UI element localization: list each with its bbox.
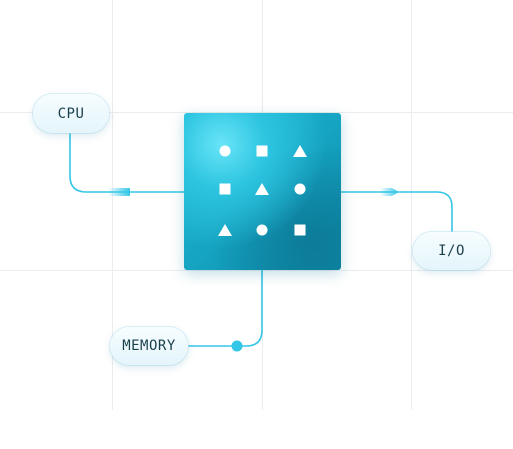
cpu-wire-marker bbox=[108, 188, 130, 196]
io-wire-arrow bbox=[380, 188, 399, 196]
triangle-icon bbox=[293, 145, 307, 157]
io-wire bbox=[341, 191, 453, 232]
grid-line-vertical bbox=[411, 0, 412, 410]
memory-label: MEMORY bbox=[122, 338, 176, 354]
grid-line-vertical bbox=[112, 0, 113, 410]
grid-line-horizontal bbox=[0, 270, 513, 271]
triangle-icon bbox=[218, 224, 232, 236]
triangle-icon bbox=[255, 183, 269, 195]
cpu-node: CPU bbox=[33, 94, 109, 133]
io-label: I/O bbox=[438, 243, 465, 259]
memory-wire bbox=[188, 270, 263, 347]
circle-icon bbox=[256, 224, 268, 236]
circle-icon bbox=[219, 145, 231, 157]
grid-line-horizontal bbox=[0, 112, 513, 113]
square-icon bbox=[294, 224, 306, 236]
memory-wire-dot bbox=[231, 340, 243, 352]
cpu-label: CPU bbox=[57, 105, 85, 122]
circle-icon bbox=[294, 183, 306, 195]
cpu-wire bbox=[69, 133, 184, 193]
square-icon bbox=[219, 183, 231, 195]
square-icon bbox=[256, 145, 268, 157]
io-node: I/O bbox=[413, 232, 490, 270]
memory-node: MEMORY bbox=[110, 327, 188, 365]
processor-chip bbox=[184, 113, 341, 270]
